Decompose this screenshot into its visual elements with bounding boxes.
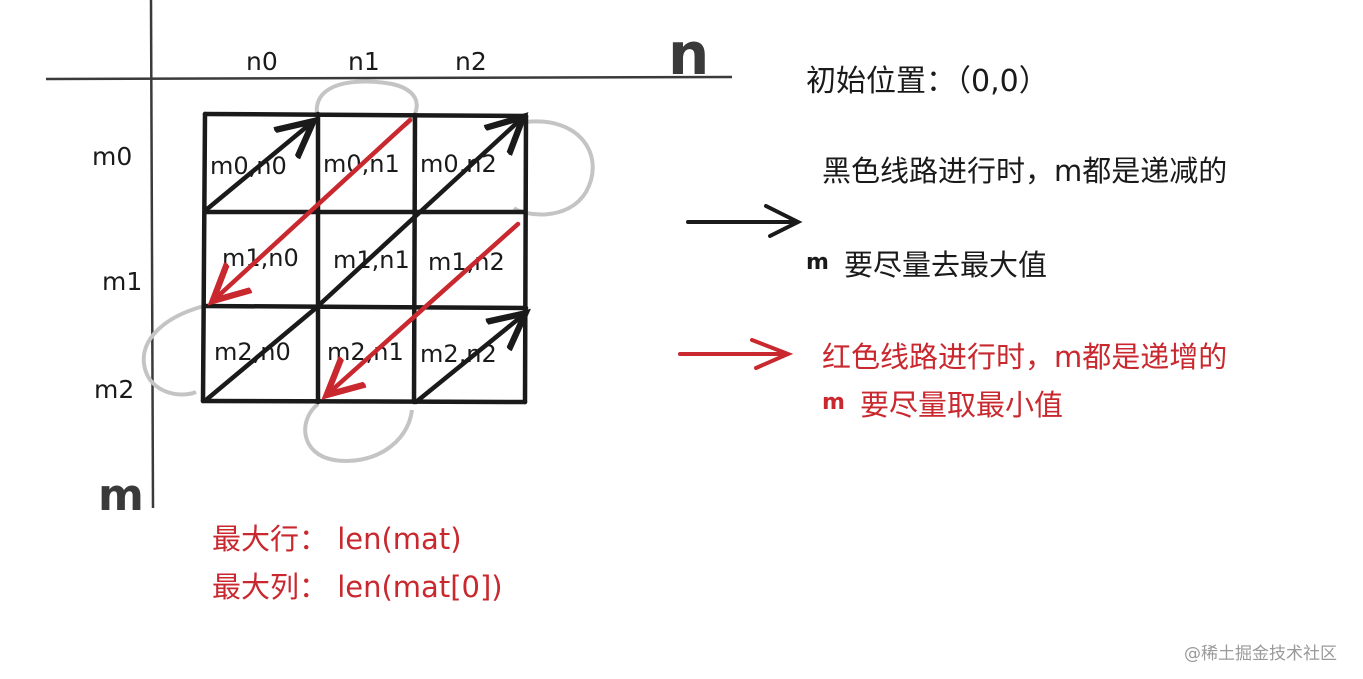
black-route-text: 黑色线路进行时，m都是递减的	[822, 154, 1228, 188]
red-arrow-m1n2-to-m2n1	[330, 221, 521, 392]
red-arrow-m0n2-to-m2n0	[216, 117, 413, 298]
m-axis-line	[149, 0, 155, 509]
cell-m1-n1: m1,n1	[333, 246, 410, 274]
black-arrow-m0n0-to-m0n1	[203, 124, 310, 213]
black-arrow-m2n1-to-m1n2	[413, 316, 522, 405]
row-label-m0: m0	[92, 142, 132, 171]
black-arrow-m1n0-to-m0n2	[315, 120, 520, 309]
gray-loop-top	[314, 79, 419, 128]
col-label-n1: n1	[348, 47, 380, 76]
watermark: @稀土掘金技术社区	[1184, 644, 1337, 664]
black-rule-m: m	[806, 250, 829, 275]
red-rule-m: m	[822, 390, 845, 415]
red-route-text: 红色线路进行时，m都是递增的	[822, 340, 1228, 374]
red-rule-text: 要尽量取最小值	[860, 388, 1064, 422]
black-rule-text: 要尽量去最大值	[844, 248, 1048, 282]
col-label-n2: n2	[455, 47, 487, 76]
matrix-grid	[200, 111, 529, 405]
n-axis-label: n	[668, 20, 709, 88]
row-label-m1: m1	[102, 267, 142, 296]
row-label-m2: m2	[94, 375, 134, 404]
gray-loop-left	[141, 304, 205, 397]
black-arrow-m2n0-to-m1n1	[203, 305, 319, 403]
max-col-text: 最大列： len(mat[0])	[212, 570, 503, 604]
n-axis-line	[45, 75, 733, 81]
red-legend-arrow	[678, 338, 794, 370]
m-axis-label: m	[98, 470, 144, 521]
gray-loop-bottom	[303, 402, 414, 463]
max-row-text: 最大行： len(mat)	[212, 522, 462, 556]
black-legend-arrow	[686, 204, 803, 238]
col-label-n0: n0	[246, 47, 278, 76]
initial-position-text: 初始位置：（0,0）	[806, 64, 1049, 99]
gray-loop-right	[512, 119, 595, 217]
